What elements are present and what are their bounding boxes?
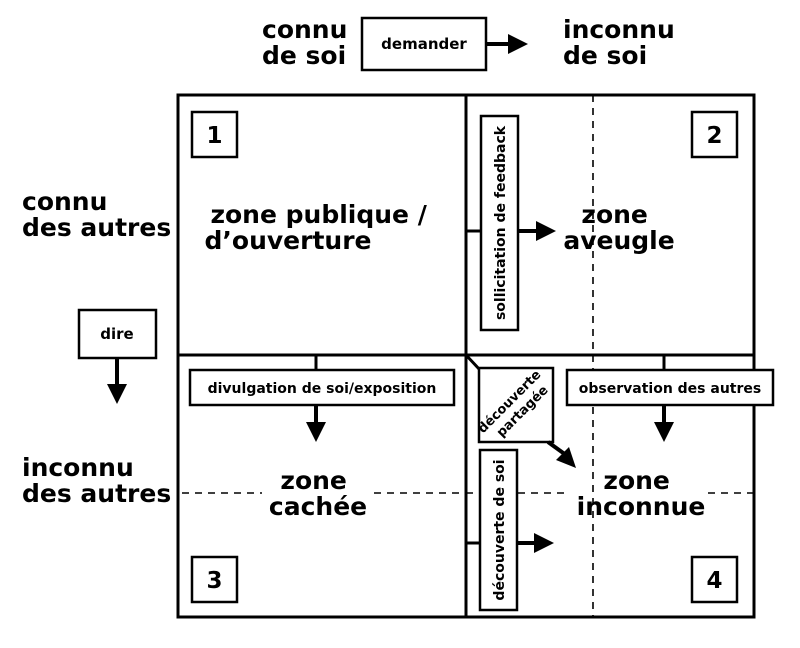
header-known-to-self-line1: connu: [262, 15, 347, 44]
header-unknown-to-self: inconnu de soi: [563, 15, 683, 70]
zone-blind-label-line1: zone: [581, 200, 647, 229]
zone-unknown-label: zone inconnue: [577, 466, 706, 521]
zone-public-label-line2: d’ouverture: [205, 226, 372, 255]
header-known-to-self: connu de soi: [262, 15, 356, 70]
zone-1-number-box: [190, 110, 239, 159]
zone-3-number-box: [190, 555, 239, 604]
zone-hidden-label-line2: cachée: [269, 492, 367, 521]
zone-hidden-label-line1: zone: [280, 466, 346, 495]
ask-label: demander: [381, 35, 467, 53]
tell-box: [77, 308, 158, 360]
feedback-label: sollicitation de feedback: [493, 125, 509, 320]
shared-discovery-connector: [464, 353, 482, 372]
zone-2-number-box: [690, 110, 739, 159]
shared-discovery-arrow-head: [556, 447, 576, 468]
zone-unknown-label-line2: inconnue: [577, 492, 706, 521]
header-known-to-self-line2: de soi: [262, 41, 346, 70]
zone-4-number: 4: [706, 568, 722, 594]
side-known-to-others-line2: des autres: [22, 213, 171, 242]
zone-blind-label-line2: aveugle: [563, 226, 674, 255]
zone-hidden-label: zone cachée: [269, 466, 367, 521]
side-known-to-others-line1: connu: [22, 187, 107, 216]
side-unknown-to-others-line1: inconnu: [22, 453, 134, 482]
ask-box: [360, 16, 488, 72]
feedback-box: [479, 114, 520, 332]
disclosure-arrow-head: [306, 422, 326, 442]
self-discovery-box: [478, 448, 519, 612]
zone-2-number: 2: [706, 123, 722, 149]
zone-3-number: 3: [206, 568, 222, 594]
zone-unknown-label-line1: zone: [603, 466, 669, 495]
observation-label: observation des autres: [579, 381, 761, 397]
ask-arrow-head: [508, 34, 528, 54]
zone-public-label: zone publique / d’ouverture: [205, 200, 436, 255]
disclosure-label: divulgation de soi/exposition: [208, 381, 437, 397]
zone-1-number: 1: [206, 123, 222, 149]
side-known-to-others: connu des autres: [22, 187, 171, 242]
shared-discovery-box: [477, 366, 555, 444]
side-unknown-to-others-line2: des autres: [22, 479, 171, 508]
tell-label: dire: [100, 325, 133, 343]
shared-discovery-arrow-shaft: [546, 440, 568, 457]
header-unknown-to-self-line2: de soi: [563, 41, 647, 70]
self-discovery-arrow-head: [534, 533, 554, 553]
header-unknown-to-self-line1: inconnu: [563, 15, 675, 44]
zone-blind-label: zone aveugle: [563, 200, 674, 255]
feedback-arrow-head: [536, 221, 556, 241]
side-unknown-to-others: inconnu des autres: [22, 453, 171, 508]
observation-arrow-head: [654, 422, 674, 442]
disclosure-box: [188, 368, 456, 407]
self-discovery-label: découverte de soi: [492, 459, 508, 600]
zone-public-label-line1: zone publique /: [210, 200, 427, 229]
zone-4-number-box: [690, 555, 739, 604]
tell-arrow-head: [107, 384, 127, 404]
observation-box: [565, 368, 775, 407]
